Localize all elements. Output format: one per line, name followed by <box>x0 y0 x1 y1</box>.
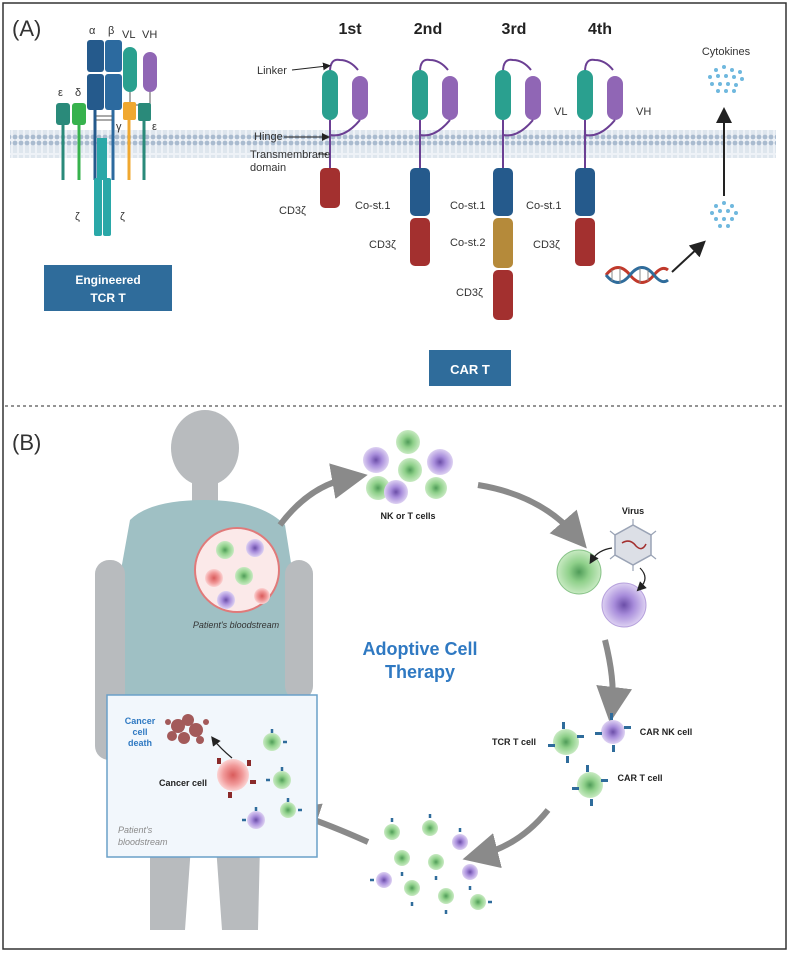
nk-t-cells-label: NK or T cells <box>380 511 435 521</box>
expanded-cell-population <box>370 814 492 914</box>
inset-attacking-cells <box>242 729 302 829</box>
car-t-cell <box>572 765 608 806</box>
inset-caption-line1: Patient's <box>118 825 153 835</box>
tcr-zeta-left-label: ζ <box>75 211 80 223</box>
tcr-gamma-label: γ <box>116 121 122 133</box>
cycle-arrow-3 <box>596 639 633 723</box>
car-3rd <box>493 58 541 320</box>
tcr-delta-label: δ <box>75 87 81 99</box>
tcr-epsilon-left-label: ε <box>58 87 63 99</box>
act-title-line1: Adoptive Cell <box>362 639 477 659</box>
car-t-box-label: CAR T <box>450 362 490 377</box>
vl-label-4th: VL <box>554 106 567 118</box>
cancer-cell <box>217 758 256 798</box>
virus-label: Virus <box>622 506 644 516</box>
cancer-cell-label: Cancer cell <box>159 778 207 788</box>
panel-a-label: (A) <box>12 16 41 41</box>
dead-cancer-cell <box>165 714 209 744</box>
cd3z-label-3rd: CD3ζ <box>456 287 483 299</box>
cost1-label-2nd: Co-st.1 <box>355 200 390 212</box>
cd3z-label-4th: CD3ζ <box>533 239 560 251</box>
bloodstream-circle <box>194 527 280 613</box>
cd3z-label-2nd: CD3ζ <box>369 239 396 251</box>
engineered-tcr-line1: Engineered <box>75 273 140 287</box>
car-t-box <box>429 350 511 386</box>
cytokine-cluster-upper <box>708 65 744 93</box>
cost1-label-3rd: Co-st.1 <box>450 200 485 212</box>
cost2-label-3rd: Co-st.2 <box>450 237 485 249</box>
tcr-beta-label: β <box>108 25 114 37</box>
transduced-nk-cell <box>601 582 647 628</box>
tm-label-line1: Transmembrane <box>250 149 330 161</box>
virus-to-t-cell-arrow <box>589 547 613 565</box>
linker-pointer <box>291 62 331 71</box>
car-t-cell-label: CAR T cell <box>617 773 662 783</box>
car-generations <box>320 58 623 320</box>
cancer-death-arrow <box>211 736 233 759</box>
cycle-arrow-2 <box>477 482 587 549</box>
car-4th <box>575 58 623 266</box>
car-nk-cell-label: CAR NK cell <box>640 727 693 737</box>
panel-b-label: (B) <box>12 430 41 455</box>
cytokines-label: Cytokines <box>702 46 751 58</box>
car-1st <box>320 58 368 208</box>
tcr-vl-label: VL <box>122 29 135 41</box>
gen-3rd-label: 3rd <box>502 21 527 38</box>
tcr-alpha-label: α <box>89 25 96 37</box>
car-nk-cell <box>595 713 631 752</box>
tm-label-line2: domain <box>250 162 286 174</box>
tcr-t-cell-label: TCR T cell <box>492 737 536 747</box>
tcr-t-cell <box>548 722 584 763</box>
cancer-death-line1: Cancer <box>125 716 156 726</box>
car-2nd <box>410 58 458 266</box>
vh-label-4th: VH <box>636 106 651 118</box>
cytokine-cluster-lower <box>710 201 738 228</box>
gen-1st-label: 1st <box>338 21 362 38</box>
cancer-death-line3: death <box>128 738 152 748</box>
act-title-line2: Therapy <box>385 662 455 682</box>
linker-label: Linker <box>257 65 287 77</box>
engineered-tcr-box <box>44 265 172 311</box>
engineered-tcr-line2: TCR T <box>90 291 126 305</box>
cell-membrane <box>10 130 776 158</box>
gen-2nd-label: 2nd <box>414 21 442 38</box>
nk-t-cells-cluster <box>363 430 453 504</box>
tcr-zeta-right-label: ζ <box>120 211 125 223</box>
virus-to-nk-cell-arrow <box>636 567 647 592</box>
cycle-arrow-4 <box>462 808 551 869</box>
virus-icon <box>609 519 657 571</box>
tcr-epsilon-right-label: ε <box>152 121 157 133</box>
bloodstream-caption: Patient's bloodstream <box>193 620 280 630</box>
hinge-label: Hinge <box>254 131 283 143</box>
tcr-vh-label: VH <box>142 29 157 41</box>
cancer-death-line2: cell <box>132 727 147 737</box>
cycle-arrow-1 <box>277 463 368 527</box>
dna-to-cytokine-arrow <box>671 240 706 273</box>
inset-caption-line2: bloodstream <box>118 837 168 847</box>
cost1-label-4th: Co-st.1 <box>526 200 561 212</box>
tcr-complex <box>56 40 157 236</box>
cd3z-label-1st: CD3ζ <box>279 205 306 217</box>
dna-icon <box>604 266 669 284</box>
gen-4th-label: 4th <box>588 21 612 38</box>
